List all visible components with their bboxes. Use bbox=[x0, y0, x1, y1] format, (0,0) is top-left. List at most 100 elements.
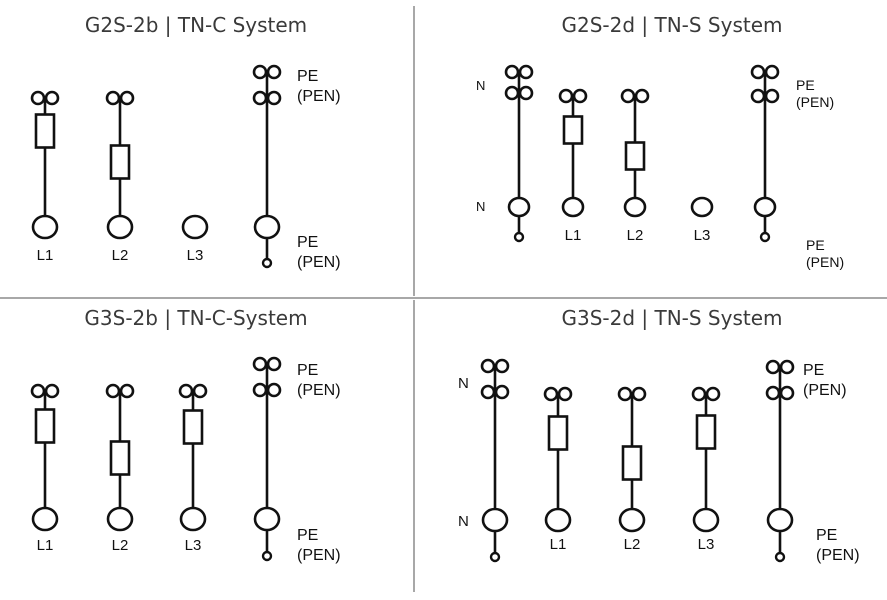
terminal-connector-icon bbox=[620, 88, 650, 104]
connector-loop-left bbox=[105, 90, 121, 106]
terminal-2-0 bbox=[31, 391, 59, 532]
connector-loop-left bbox=[480, 358, 496, 374]
terminal-contact-icon bbox=[753, 196, 777, 218]
fuse-icon bbox=[34, 408, 56, 444]
connector-loop-left bbox=[750, 64, 766, 80]
terminal-connector-icon bbox=[30, 90, 60, 106]
terminal-connector-icon bbox=[750, 64, 780, 80]
connector-loop-right bbox=[494, 384, 510, 400]
terminal-contact-icon bbox=[253, 506, 281, 532]
terminal-connector-icon bbox=[252, 64, 282, 80]
fuse-icon bbox=[695, 414, 717, 450]
fuse-icon bbox=[562, 115, 584, 145]
terminal-1-3 bbox=[690, 196, 714, 218]
terminal-label: L2 bbox=[112, 247, 129, 264]
connector-loop-left bbox=[504, 85, 520, 101]
tail-terminal-icon bbox=[759, 231, 771, 243]
terminal-contact-icon bbox=[618, 507, 646, 533]
connector-loop-right bbox=[631, 386, 647, 402]
connector-loop-right bbox=[192, 383, 208, 399]
neutral-label-top: N bbox=[476, 78, 485, 93]
connector-loop-right bbox=[634, 88, 650, 104]
terminal-label: L1 bbox=[37, 247, 54, 264]
connector-loop-right bbox=[557, 386, 573, 402]
connector-loop-right bbox=[44, 90, 60, 106]
terminal-label: L2 bbox=[112, 537, 129, 554]
terminal-3-2 bbox=[618, 394, 646, 533]
terminal-contact-icon bbox=[31, 214, 59, 240]
connector-loop-left bbox=[252, 90, 268, 106]
fuse-icon bbox=[621, 445, 643, 481]
terminal-3-0 bbox=[481, 366, 509, 563]
terminal-connector-icon bbox=[480, 384, 510, 400]
tail-terminal-icon bbox=[261, 257, 273, 269]
terminal-connector-icon bbox=[543, 386, 573, 402]
terminal-contact-icon bbox=[253, 214, 281, 240]
terminal-connector-icon bbox=[252, 382, 282, 398]
terminal-connector-icon bbox=[480, 358, 510, 374]
terminal-label: L1 bbox=[565, 227, 582, 244]
terminal-connector-icon bbox=[504, 85, 534, 101]
connector-loop-right bbox=[518, 64, 534, 80]
tail-terminal-icon bbox=[261, 550, 273, 562]
terminal-2-2 bbox=[179, 391, 207, 532]
panel-title-g2s-2d: G2S-2d | TN-S System bbox=[561, 13, 782, 37]
pen-label-bottom: (PEN) bbox=[297, 547, 341, 564]
pen-label-bottom: (PEN) bbox=[816, 547, 860, 564]
terminal-contact-icon bbox=[106, 214, 134, 240]
connector-loop-left bbox=[617, 386, 633, 402]
connector-loop-left bbox=[765, 359, 781, 375]
terminal-1-4 bbox=[753, 72, 777, 243]
terminal-connector-icon bbox=[691, 386, 721, 402]
connector-loop-left bbox=[750, 88, 766, 104]
terminal-contact-icon bbox=[623, 196, 647, 218]
terminal-connector-icon bbox=[765, 359, 795, 375]
connector-loop-right bbox=[266, 64, 282, 80]
terminal-0-0 bbox=[31, 98, 59, 240]
connector-loop-left bbox=[691, 386, 707, 402]
connector-loop-right bbox=[764, 88, 780, 104]
connector-loop-right bbox=[779, 385, 795, 401]
terminal-1-0 bbox=[507, 72, 531, 243]
terminal-0-3 bbox=[253, 72, 281, 269]
connector-loop-left bbox=[252, 382, 268, 398]
tail-terminal-icon bbox=[489, 551, 501, 563]
connector-loop-right bbox=[764, 64, 780, 80]
terminal-connector-icon bbox=[617, 386, 647, 402]
fuse-icon bbox=[547, 415, 569, 451]
pe-label-bottom: PE bbox=[806, 237, 825, 253]
terminal-connector-icon bbox=[252, 90, 282, 106]
pe-label-top: PE bbox=[297, 362, 318, 379]
tail-terminal-icon bbox=[774, 551, 786, 563]
fuse-icon bbox=[624, 141, 646, 171]
terminal-contact-icon bbox=[507, 196, 531, 218]
panel-title-g2s-2b: G2S-2b | TN-C System bbox=[85, 13, 307, 37]
pe-label-top: PE bbox=[796, 77, 815, 93]
terminal-0-2 bbox=[181, 214, 209, 240]
pe-label-bottom: PE bbox=[297, 527, 318, 544]
pen-label-top: (PEN) bbox=[803, 382, 847, 399]
terminal-0-1 bbox=[106, 98, 134, 240]
terminal-1-1 bbox=[561, 96, 585, 218]
terminal-3-4 bbox=[766, 367, 794, 563]
terminal-contact-icon bbox=[766, 507, 794, 533]
terminal-label: L3 bbox=[694, 227, 711, 244]
terminal-connector-icon bbox=[750, 88, 780, 104]
connector-loop-right bbox=[44, 383, 60, 399]
fuse-icon bbox=[34, 113, 56, 149]
terminal-contact-icon bbox=[481, 507, 509, 533]
pen-label-bottom: (PEN) bbox=[297, 254, 341, 271]
connector-loop-left bbox=[252, 64, 268, 80]
terminal-connector-icon bbox=[105, 383, 135, 399]
neutral-label-bottom: N bbox=[458, 513, 469, 530]
terminal-3-1 bbox=[544, 394, 572, 533]
connector-loop-right bbox=[518, 85, 534, 101]
neutral-label-bottom: N bbox=[476, 199, 485, 214]
pen-label-top: (PEN) bbox=[297, 382, 341, 399]
terminal-label: L1 bbox=[550, 536, 567, 553]
terminal-2-3 bbox=[253, 364, 281, 562]
connector-loop-right bbox=[119, 90, 135, 106]
terminal-connector-icon bbox=[765, 385, 795, 401]
